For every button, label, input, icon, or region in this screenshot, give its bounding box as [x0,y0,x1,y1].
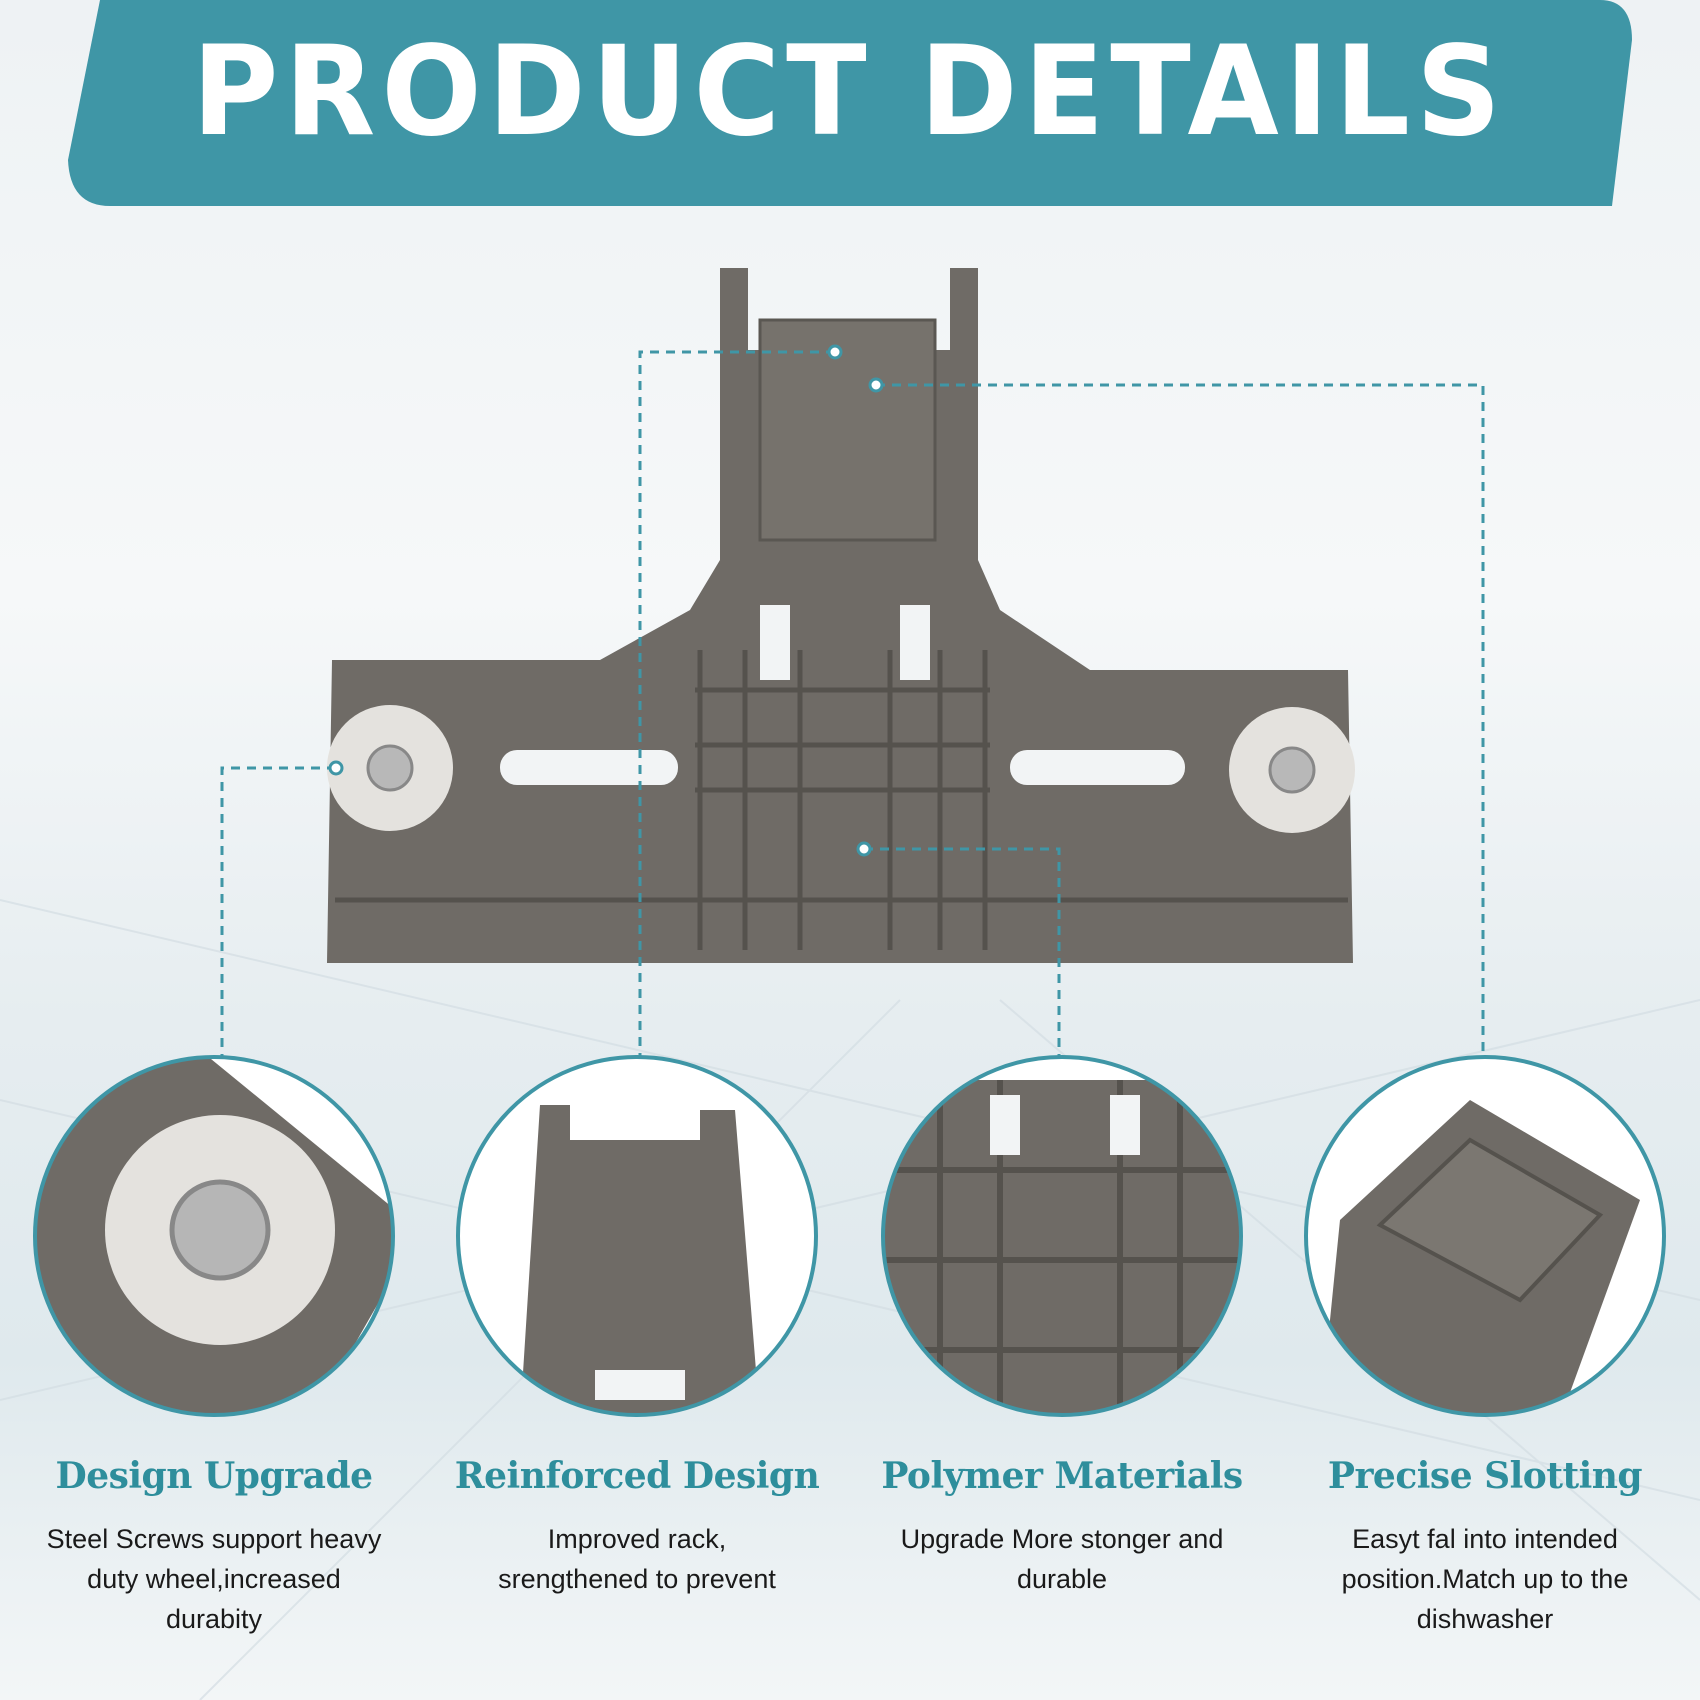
feature-design-upgrade: Design Upgrade Steel Screws support heav… [14,1455,414,1639]
feature-description: Easyt fal into intended position.Match u… [1341,1524,1629,1634]
page-title: PRODUCT DETAILS [192,18,1507,164]
detail-circle-slot [1304,1055,1666,1417]
feature-title: Design Upgrade [55,1455,373,1497]
detail-circle-tab [456,1055,818,1417]
background-lines [0,899,1700,1700]
feature-precise-slotting: Precise Slotting Easyt fal into intended… [1285,1455,1685,1639]
callout-lines [220,350,1485,1057]
rack-adjuster-part [327,268,1355,963]
feature-description: Upgrade More stonger and durable [900,1524,1224,1594]
feature-title: Precise Slotting [1327,1455,1643,1497]
feature-polymer-materials: Polymer Materials Upgrade More stonger a… [862,1455,1262,1599]
feature-description: Improved rack, srengthened to prevent [498,1524,776,1594]
feature-title: Reinforced Design [454,1455,820,1497]
feature-reinforced-design: Reinforced Design Improved rack, srength… [437,1455,837,1599]
detail-circle-wheel [33,1055,395,1417]
header-banner [68,0,1632,206]
detail-circle-grid [881,1055,1243,1417]
feature-description: Steel Screws support heavy duty wheel,in… [46,1524,382,1634]
screw-icon [366,744,414,792]
screw-icon [1268,746,1316,794]
feature-title: Polymer Materials [881,1455,1243,1497]
